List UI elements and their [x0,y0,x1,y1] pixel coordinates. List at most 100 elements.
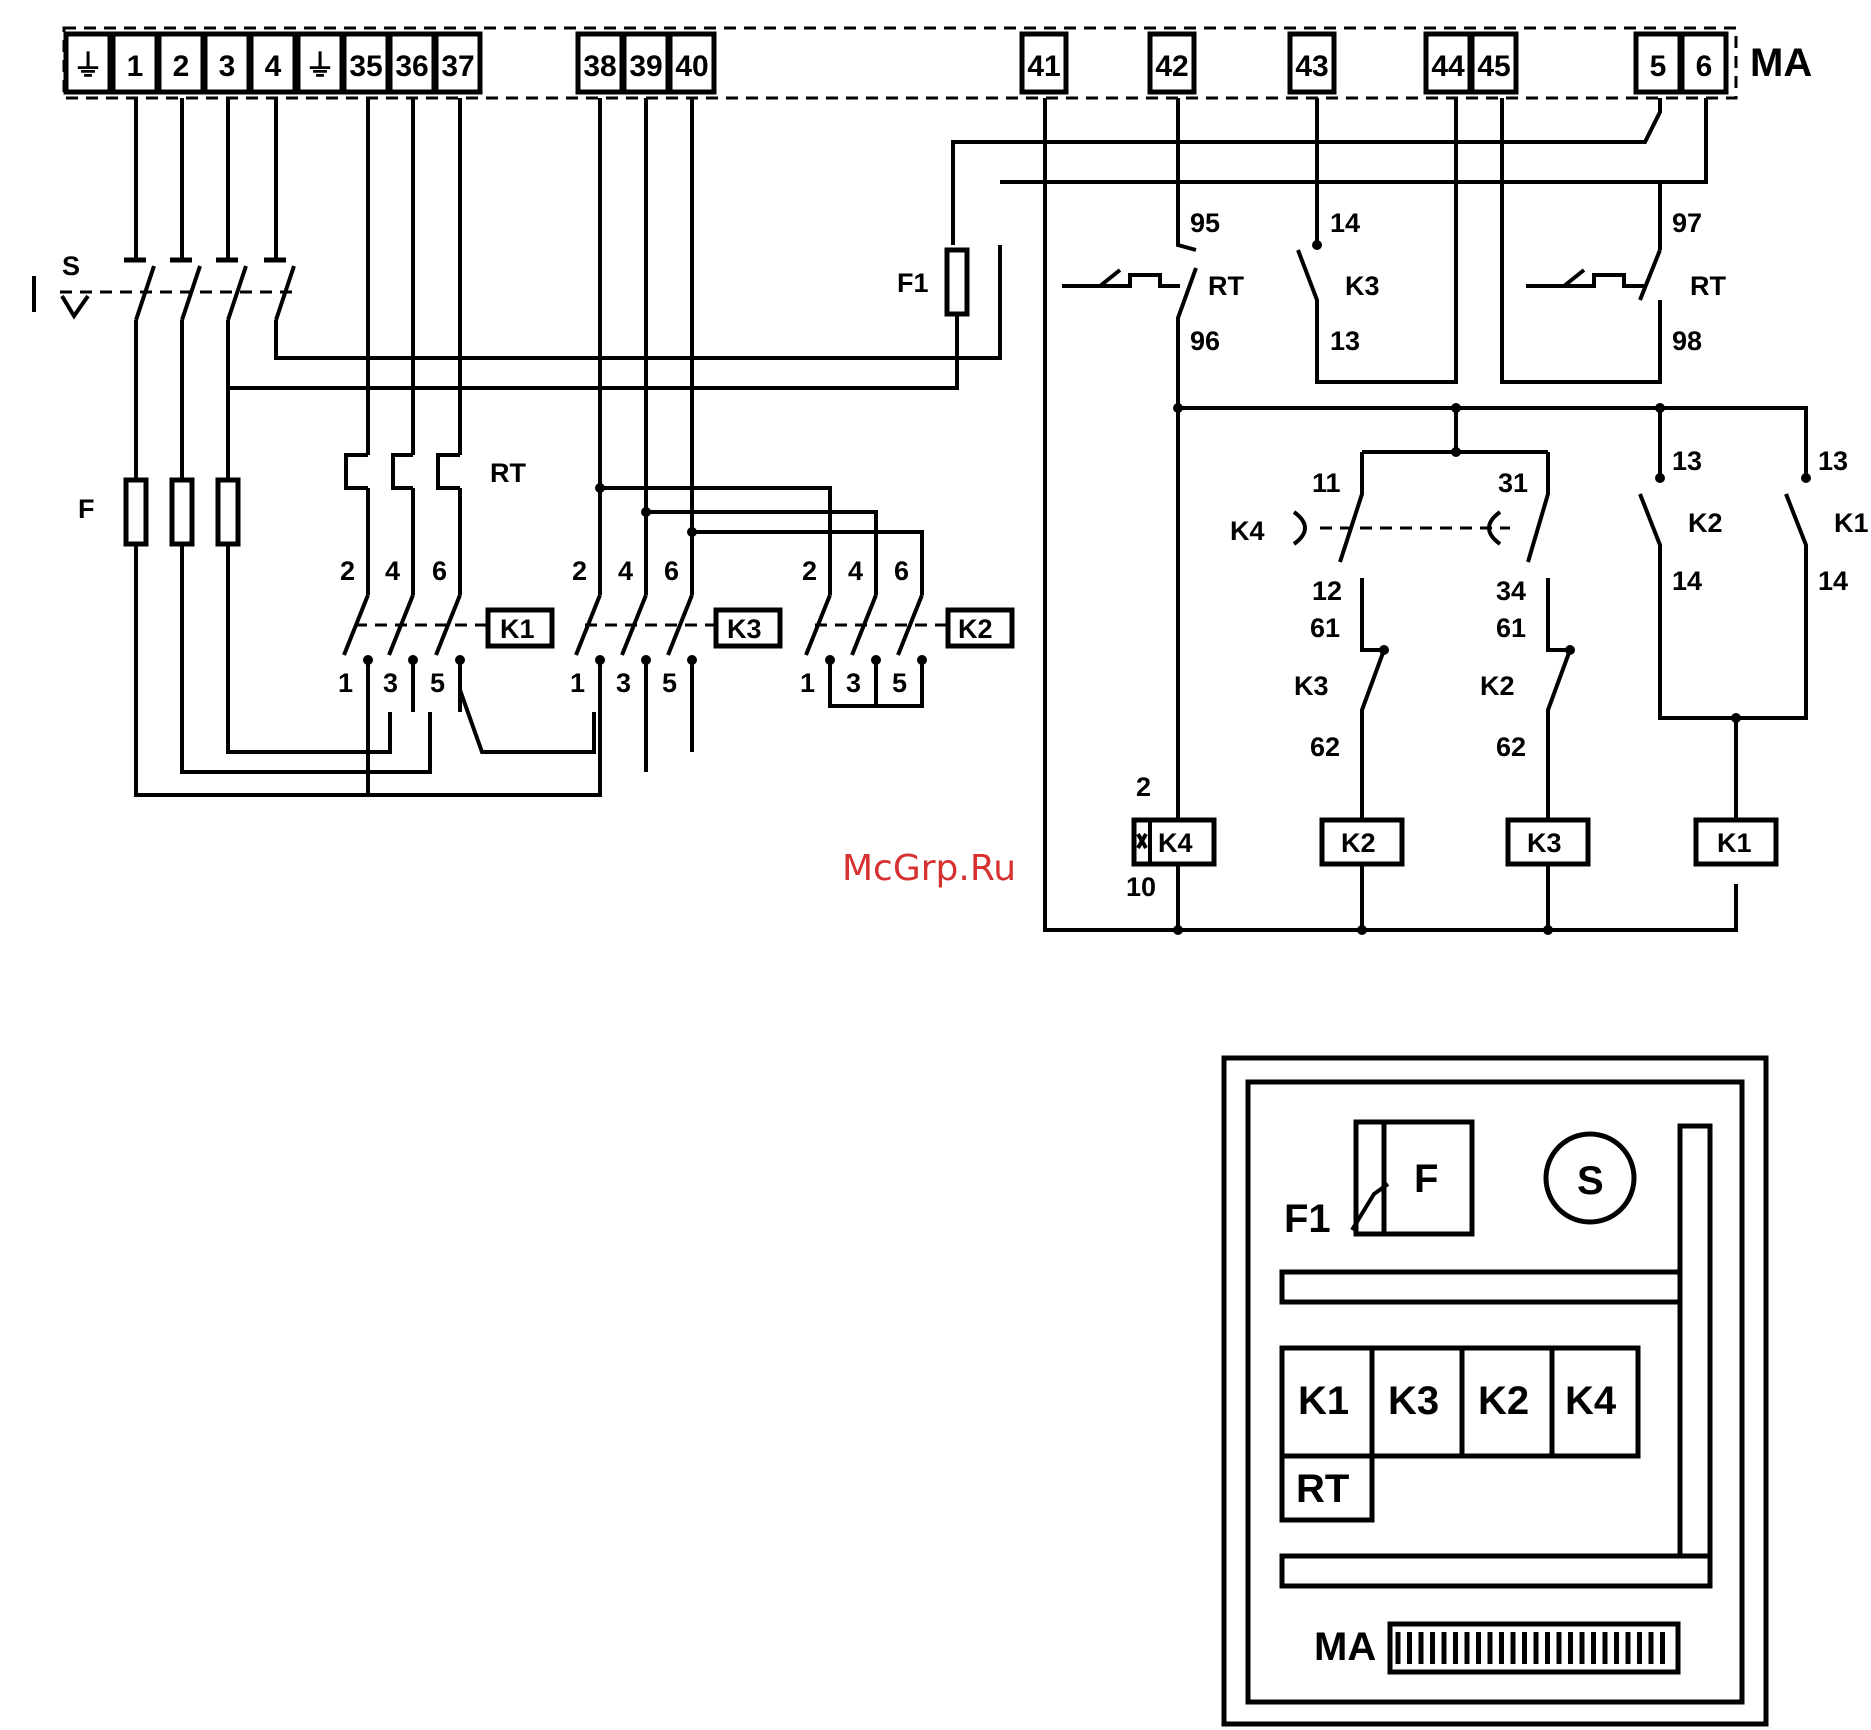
contact-bottom-number: 1 [338,668,353,698]
panel-k2-label: K2 [1478,1379,1529,1423]
power-circuit: S F F1 RT K1 K3 [34,98,1012,795]
k2-aux-top-label: 13 [1672,446,1702,476]
contact-top-number: 6 [432,556,447,586]
k3-hold-bottom-label: 13 [1330,326,1360,356]
panel-k1-label: K1 [1298,1379,1349,1423]
switch-label: S [62,251,80,281]
panel-f1-label: F1 [1284,1197,1331,1241]
terminal-8: 37 [436,34,480,92]
terminal-4: 4 [251,34,295,92]
coil-k1-label: K1 [1717,828,1752,858]
contact-bottom-number: 3 [383,668,398,698]
interlock-k3-bottom-label: 62 [1310,732,1340,762]
panel-fuse-label: F [1414,1157,1438,1201]
contact-bottom-number: 5 [430,668,445,698]
contact-top-number: 6 [894,556,909,586]
terminal-14: 43 [1290,34,1334,92]
fuse-f1-label: F1 [897,268,929,298]
contact-bottom-number: 1 [570,668,585,698]
k1-aux-bottom-label: 14 [1818,566,1848,596]
k3-hold-label: K3 [1345,271,1380,301]
terminal-0: ⏚ [66,34,110,92]
coil-k3-label: K3 [1527,828,1562,858]
contact-bottom-number: 5 [662,668,677,698]
interlock-k2-top-label: 61 [1496,613,1526,643]
rt-no-bottom-label: 98 [1672,326,1702,356]
terminal-label: 38 [583,50,616,83]
contact-top-number: 2 [340,556,355,586]
terminal-6: 35 [344,34,388,92]
interlock-k2-bottom-label: 62 [1496,732,1526,762]
terminal-label: 2 [173,50,190,83]
terminal-label: 43 [1295,50,1328,83]
terminal-13: 42 [1150,34,1194,92]
rt-nc-bottom-label: 96 [1190,326,1220,356]
terminal-7: 36 [390,34,434,92]
contact-bottom-number: 1 [800,668,815,698]
rt-nc-top-label: 95 [1190,208,1220,238]
overload-label: RT [490,458,526,488]
control-circuit: 95 RT 96 14 K3 13 97 RT 98 K4 11 12 [953,98,1869,935]
layout-panel: F F1 S K1 K3 K2 K4 RT MA [1224,1058,1766,1724]
coil-k4-bottom-label: 10 [1126,872,1156,902]
k2-aux-label: K2 [1688,508,1723,538]
k4-changeover-label: K4 [1230,516,1265,546]
coil-k4-top-label: 2 [1136,772,1151,802]
interlock-k2-label: K2 [1480,671,1515,701]
terminal-1: 1 [113,34,157,92]
contact-top-number: 2 [802,556,817,586]
terminal-9: 38 [578,34,622,92]
terminal-12: 41 [1022,34,1066,92]
contactor-k1-label: K1 [500,614,535,644]
rt-no-top-label: 97 [1672,208,1702,238]
contact-bottom-number: 3 [616,668,631,698]
k4-c2-top-label: 31 [1498,468,1528,498]
interlock-k3-label: K3 [1294,671,1329,701]
panel-rt-label: RT [1296,1467,1349,1511]
k4-c1-bottom-label: 12 [1312,576,1342,606]
terminal-label: 40 [675,50,708,83]
k1-aux-top-label: 13 [1818,446,1848,476]
terminal-label: 35 [349,50,382,83]
contact-top-number: 2 [572,556,587,586]
k4-c1-top-label: 11 [1312,468,1341,498]
fuse-label: F [78,494,95,524]
terminal-label: 37 [441,50,474,83]
watermark: McGrp.Ru [842,848,1016,889]
terminal-label: 41 [1027,50,1060,83]
terminal-15: 44 [1426,34,1470,92]
terminal-3: 3 [205,34,249,92]
terminal-17: 5 [1636,34,1680,92]
k3-hold-top-label: 14 [1330,208,1360,238]
terminal-label: 45 [1477,50,1510,83]
terminal-label: ⏚ [305,50,335,83]
terminal-5: ⏚ [298,34,342,92]
terminal-label: 5 [1650,50,1667,83]
terminal-label: 39 [629,50,662,83]
k4-c2-bottom-label: 34 [1496,576,1526,606]
k1-aux-label: K1 [1834,508,1869,538]
terminal-label: 3 [219,50,236,83]
terminal-16: 45 [1472,34,1516,92]
terminal-11: 40 [670,34,714,92]
contact-top-number: 4 [618,556,633,586]
terminal-label: 1 [127,50,144,83]
coil-k2-label: K2 [1341,828,1376,858]
contact-top-number: 6 [664,556,679,586]
contact-bottom-number: 3 [846,668,861,698]
contact-top-number: 4 [848,556,863,586]
terminal-label: 4 [265,50,282,83]
interlock-k3-top-label: 61 [1310,613,1340,643]
terminal-label: 42 [1155,50,1188,83]
contact-top-number: 4 [385,556,400,586]
contactor-k2-label: K2 [958,614,993,644]
terminal-2: 2 [159,34,203,92]
panel-k4-label: K4 [1565,1379,1617,1423]
contact-bottom-number: 5 [892,668,907,698]
panel-k3-label: K3 [1388,1379,1439,1423]
terminal-label: 6 [1696,50,1713,83]
rt-nc-label: RT [1208,271,1244,301]
panel-switch-label: S [1577,1159,1604,1203]
